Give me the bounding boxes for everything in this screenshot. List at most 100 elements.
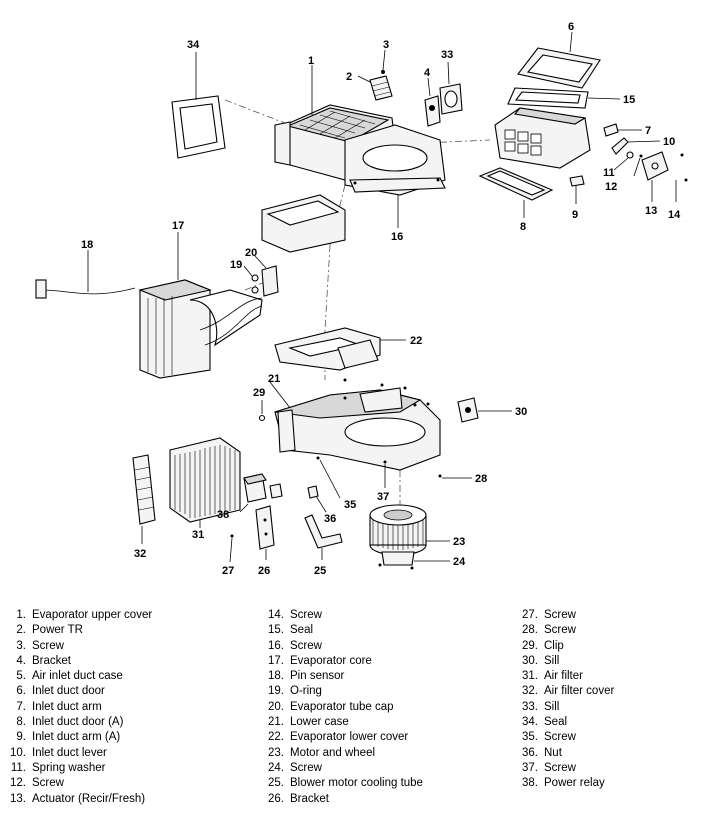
legend-column-2: 14.Screw 15.Seal 16.Screw 17.Evaporator …: [262, 608, 423, 807]
callout-1: 1: [308, 55, 314, 67]
callout-3: 3: [383, 39, 389, 51]
screw-35: [316, 456, 341, 499]
callout-17: 17: [172, 220, 184, 232]
evaporator-tube-cap-20: [254, 255, 279, 297]
callout-6: 6: [568, 21, 574, 33]
callout-14: 14: [668, 209, 681, 221]
seal-34: [171, 52, 226, 159]
inlet-duct-arm-7: [603, 123, 642, 137]
legend-item: 30.Sill: [522, 654, 560, 667]
callout-36: 36: [324, 513, 336, 525]
legend-item: 33.Sill: [522, 700, 560, 713]
screw-12: [633, 154, 643, 177]
callout-12: 12: [605, 181, 617, 193]
legend-item: 35.Screw: [522, 731, 576, 744]
callout-8: 8: [520, 221, 526, 233]
legend-item: 11.Spring washer: [10, 761, 106, 774]
screw-3: [381, 49, 386, 74]
air-filter-cover-32: [132, 454, 156, 544]
legend-item: 23.Motor and wheel: [268, 746, 376, 759]
callout-2: 2: [346, 71, 352, 83]
callout-38: 38: [217, 509, 229, 521]
callout-21: 21: [268, 373, 280, 385]
callout-35: 35: [344, 499, 356, 511]
legend-item: 20.Evaporator tube cap: [268, 700, 394, 713]
callout-18: 18: [81, 239, 93, 251]
callout-27: 27: [222, 565, 234, 577]
power-tr-2: [357, 75, 393, 101]
legend-item: 36.Nut: [522, 746, 562, 759]
callout-23: 23: [453, 536, 465, 548]
parts-legend: 1.Evaporator upper cover 2.Power TR 3.Sc…: [0, 608, 724, 818]
legend-item: 18.Pin sensor: [268, 670, 345, 683]
callout-24: 24: [453, 556, 466, 568]
legend-item: 28.Screw: [522, 624, 576, 637]
blower-motor-cooling-tube-25: [304, 514, 343, 560]
evaporator-core-17: [138, 232, 263, 379]
callout-4: 4: [424, 67, 431, 79]
callout-37: 37: [377, 491, 389, 503]
callout-30: 30: [515, 406, 527, 418]
legend-item: 38.Power relay: [522, 777, 605, 790]
legend-item: 21.Lower case: [268, 716, 349, 729]
callout-33: 33: [441, 49, 453, 61]
callout-16: 16: [391, 231, 403, 243]
callout-15: 15: [623, 94, 635, 106]
callout-10: 10: [663, 136, 675, 148]
callout-32: 32: [134, 548, 146, 560]
inlet-duct-door-a-8: [478, 167, 554, 218]
legend-item: 3.Screw: [16, 639, 64, 652]
air-inlet-duct-case-5: [344, 124, 446, 228]
callout-19: 19: [230, 259, 242, 271]
screw-24: [378, 560, 450, 570]
legend-item: 25.Blower motor cooling tube: [268, 777, 423, 790]
callout-9: 9: [572, 209, 578, 221]
inlet-duct-arm-a-9: [569, 175, 585, 204]
legend-item: 5.Air inlet duct case: [16, 670, 123, 683]
legend-item: 29.Clip: [522, 639, 564, 652]
legend-item: 13.Actuator (Recir/Fresh): [10, 792, 146, 805]
callout-34: 34: [187, 39, 200, 51]
legend-item: 31.Air filter: [522, 670, 583, 683]
legend-item: 27.Screw: [522, 609, 576, 621]
legend-item: 9.Inlet duct arm (A): [16, 731, 121, 744]
seal-15: [507, 87, 621, 109]
sill-30: [457, 397, 512, 423]
callout-22: 22: [410, 335, 422, 347]
callout-11: 11: [603, 167, 615, 179]
inlet-duct-lever-10: [611, 137, 661, 155]
legend-item: 22.Evaporator lower cover: [268, 731, 409, 744]
legend-item: 16.Screw: [268, 639, 322, 652]
sill-33: [439, 61, 463, 115]
callout-29: 29: [253, 387, 265, 399]
legend-item: 12.Screw: [10, 777, 64, 790]
callout-25: 25: [314, 565, 326, 577]
legend-item: 24.Screw: [268, 761, 322, 774]
exploded-view-diagram: 1 2 3 4 6 7 8 9 10 11 12 13 14 15 16 17 …: [35, 21, 688, 577]
screw-27: [229, 534, 234, 563]
legend-item: 4.Bracket: [16, 654, 71, 667]
legend-item: 7.Inlet duct arm: [16, 700, 102, 713]
evaporator-partition: [261, 194, 346, 253]
legend-column-1: 1.Evaporator upper cover 2.Power TR 3.Sc…: [4, 608, 152, 807]
pin-sensor-18: [35, 250, 136, 299]
legend-item: 32.Air filter cover: [522, 685, 615, 698]
air-inlet-duct-body: [494, 107, 591, 169]
callout-13: 13: [645, 205, 657, 217]
legend-item: 10.Inlet duct lever: [10, 746, 107, 759]
evaporator-lower-cover-22: [274, 327, 406, 371]
callout-28: 28: [475, 473, 487, 485]
actuator-13: [641, 151, 669, 202]
callout-7: 7: [645, 125, 651, 137]
lower-case-21: [269, 378, 442, 478]
screw-37: [383, 460, 387, 488]
legend-item: 37.Screw: [522, 761, 576, 774]
power-relay-38: [239, 473, 283, 513]
legend-item: 17.Evaporator core: [268, 654, 372, 667]
callout-26: 26: [258, 565, 270, 577]
legend-item: 34.Seal: [522, 716, 568, 729]
callout-20: 20: [245, 247, 257, 259]
legend-item: 26.Bracket: [268, 792, 329, 805]
legend-item: 8.Inlet duct door (A): [16, 716, 124, 729]
legend-item: 1.Evaporator upper cover: [16, 609, 153, 621]
